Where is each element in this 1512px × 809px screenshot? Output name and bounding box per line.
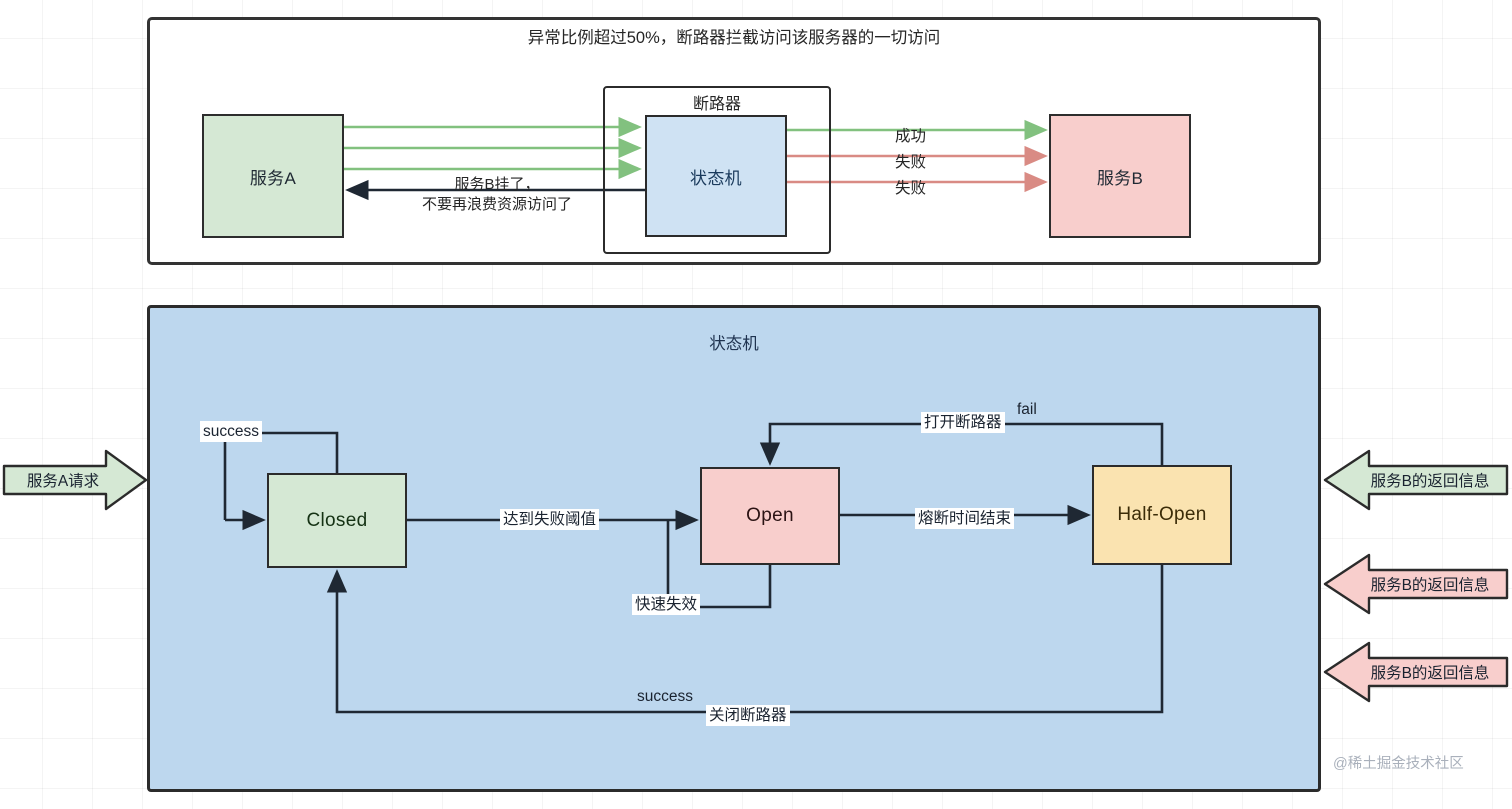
watermark: @稀土掘金技术社区 bbox=[1333, 756, 1464, 772]
callout-service-b-response-3: 服务B的返回信息 bbox=[1323, 640, 1509, 704]
edge-label-success-top: 成功 bbox=[895, 128, 927, 145]
service-a-box: 服务A bbox=[202, 114, 344, 238]
chevron-right-icon bbox=[2, 449, 148, 511]
chevron-left-icon bbox=[1323, 641, 1509, 703]
edge-label-fail-top-2: 失败 bbox=[895, 180, 927, 197]
callout-service-b-response-1: 服务B的返回信息 bbox=[1323, 448, 1509, 512]
callout-service-b-response-3-label: 服务B的返回信息 bbox=[1370, 665, 1490, 682]
service-down-message-line2: 不要再浪费资源访问了 bbox=[421, 196, 572, 214]
callout-service-b-response-2: 服务B的返回信息 bbox=[1323, 552, 1509, 616]
edge-label-failure-threshold: 达到失败阈值 bbox=[500, 509, 600, 531]
service-down-message-line1: 服务B挂了， bbox=[454, 176, 540, 193]
edge-label-fail: fail bbox=[1017, 401, 1037, 418]
callout-service-b-response-2-label: 服务B的返回信息 bbox=[1370, 577, 1490, 594]
top-panel-title: 异常比例超过50%，断路器拦截访问该服务器的一切访问 bbox=[527, 29, 941, 47]
circuit-breaker-title: 断路器 bbox=[692, 96, 741, 113]
callout-service-a-request: 服务A请求 bbox=[2, 448, 148, 512]
state-machine-box: 状态机 bbox=[645, 115, 787, 237]
chevron-left-icon bbox=[1323, 449, 1509, 511]
edge-label-fail-top-1: 失败 bbox=[895, 154, 927, 171]
circuit-breaker-container bbox=[603, 86, 831, 254]
state-closed-box: Closed bbox=[267, 473, 407, 568]
edge-label-open-breaker: 打开断路器 bbox=[921, 412, 1005, 434]
edge-label-success-bottom: success bbox=[637, 688, 693, 705]
chevron-left-icon bbox=[1323, 553, 1509, 615]
edge-label-fuse-time-end: 熔断时间结束 bbox=[915, 508, 1015, 530]
state-open-box: Open bbox=[700, 467, 840, 565]
edge-label-success-loop: success bbox=[200, 421, 262, 443]
service-down-message: 服务B挂了， 不要再浪费资源访问了 bbox=[402, 175, 592, 216]
callout-service-b-response-1-label: 服务B的返回信息 bbox=[1370, 473, 1490, 490]
state-machine-panel-title: 状态机 bbox=[709, 335, 759, 353]
service-b-box: 服务B bbox=[1049, 114, 1191, 238]
edge-label-close-breaker: 关闭断路器 bbox=[706, 705, 790, 727]
edge-label-fast-fail: 快速失效 bbox=[632, 594, 701, 616]
callout-service-a-request-label: 服务A请求 bbox=[26, 473, 100, 490]
state-half-open-box: Half-Open bbox=[1092, 465, 1232, 565]
